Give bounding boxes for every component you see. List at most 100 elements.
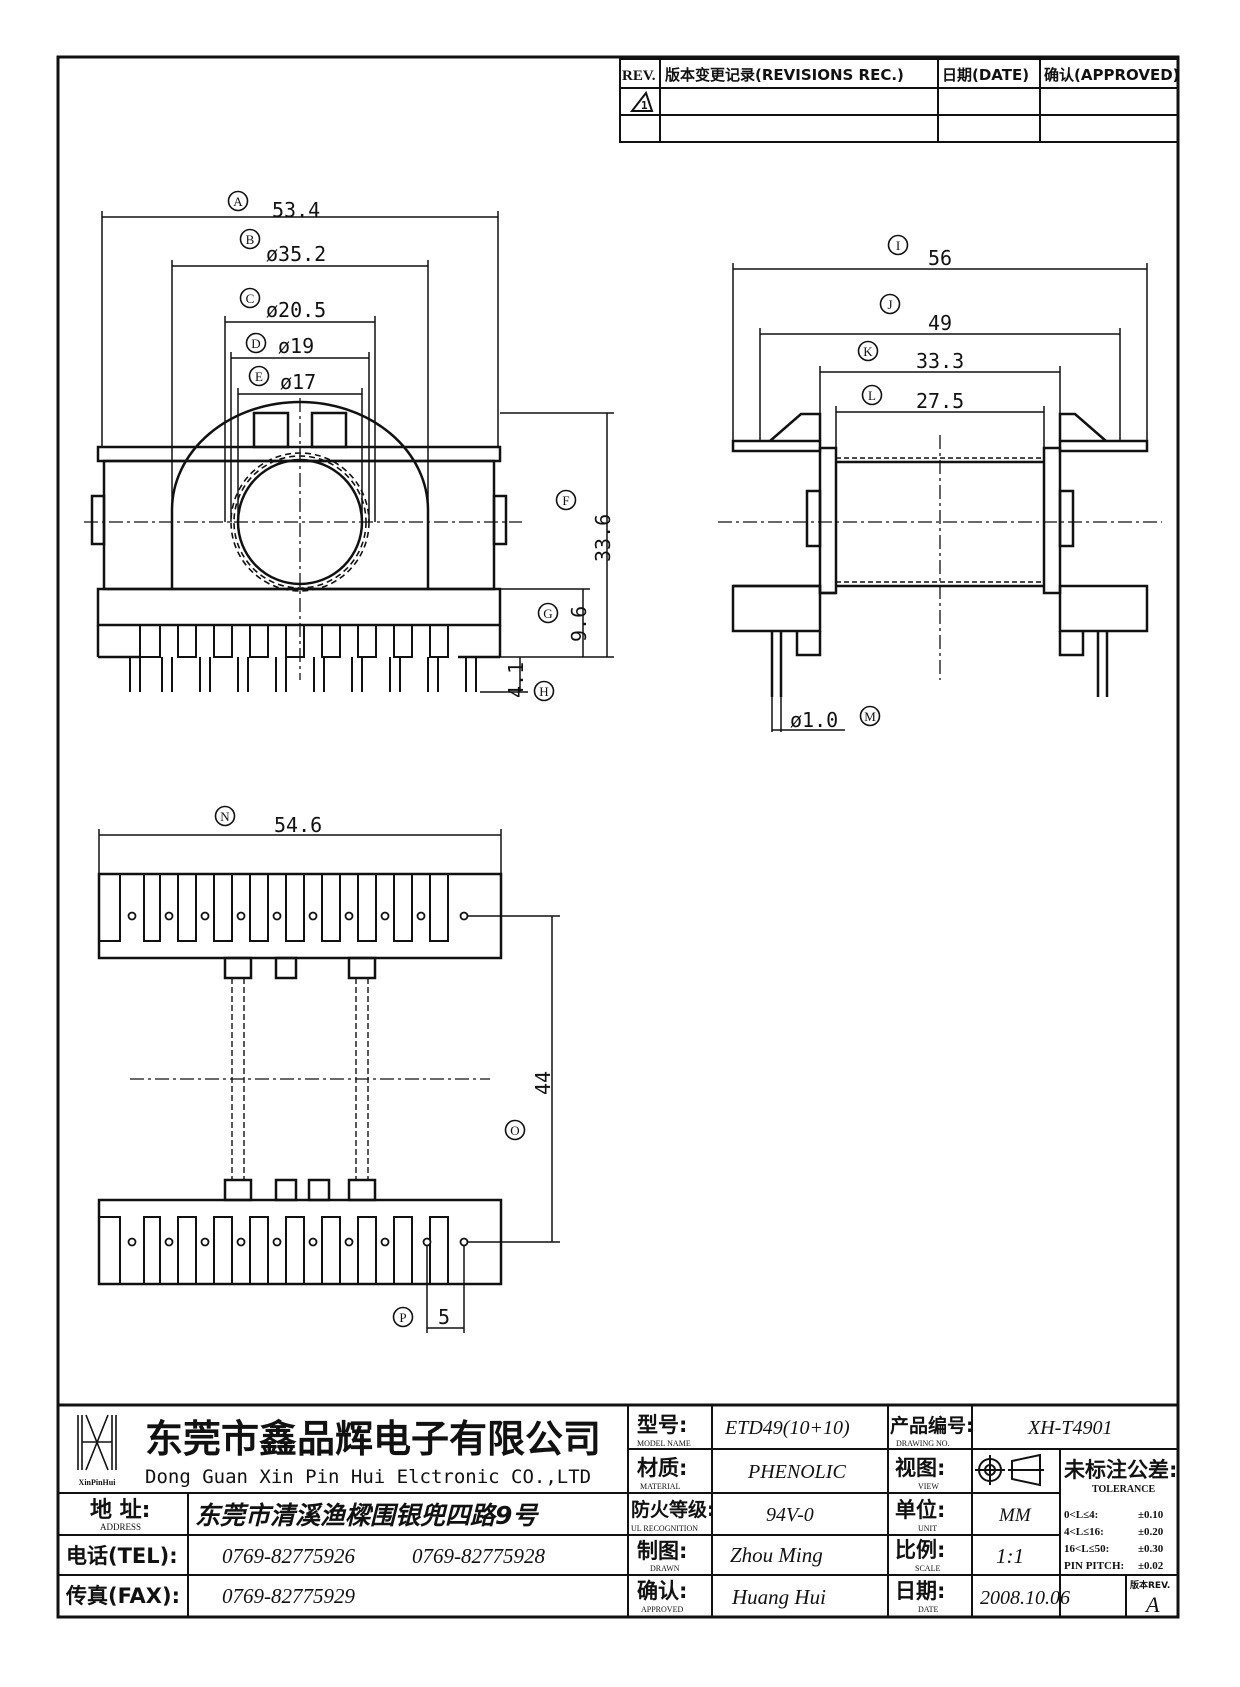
view-label: 视图: <box>895 1456 945 1480</box>
svg-text:H: H <box>539 684 548 699</box>
svg-text:O: O <box>510 1123 519 1138</box>
logo-text: XinPinHui <box>79 1478 117 1487</box>
address-value: 东莞市清溪渔樑围银兜四路9号 <box>195 1501 539 1530</box>
revision-block <box>619 58 1179 143</box>
front-view <box>90 400 508 659</box>
svg-text:M: M <box>864 709 876 724</box>
svg-text:ø20.5: ø20.5 <box>266 298 326 322</box>
tel-value-1: 0769-82775926 <box>222 1544 355 1568</box>
model-label: 型号: <box>637 1413 687 1437</box>
date-label: 日期: <box>895 1579 945 1603</box>
sheet-border <box>56 55 1180 1619</box>
svg-text:G: G <box>543 606 552 621</box>
approved-label-en: APPROVED <box>641 1605 683 1614</box>
svg-text:9.6: 9.6 <box>567 606 591 642</box>
fax-label: 传真(FAX): <box>65 1584 180 1608</box>
svg-text:33.3: 33.3 <box>916 349 964 373</box>
side-view-dimension-lines <box>732 263 1148 732</box>
company-logo <box>77 1414 117 1471</box>
bottom-view-pin-holes <box>127 911 469 1247</box>
scale-label: 比例: <box>895 1538 945 1562</box>
drawing-no-label: 产品编号: <box>890 1414 974 1437</box>
drawing-no-value: XH-T4901 <box>1027 1417 1112 1439</box>
drawn-label: 制图: <box>637 1539 687 1563</box>
revisions-record-header: 版本变更记录(REVISIONS REC.) <box>665 66 904 84</box>
fax-value: 0769-82775929 <box>222 1584 355 1608</box>
dim-label-C: C ø20.5 <box>239 287 326 322</box>
scale-value: 1:1 <box>996 1544 1024 1568</box>
svg-text:4.1: 4.1 <box>504 662 528 698</box>
approved-label: 确认: <box>637 1579 687 1603</box>
svg-text:53.4: 53.4 <box>272 198 320 222</box>
svg-text:44: 44 <box>531 1071 555 1095</box>
tolerance-range-2: 4<L≤16: <box>1064 1526 1104 1538</box>
unit-label: 单位: <box>895 1498 945 1522</box>
dim-label-P: P 5 <box>392 1305 450 1329</box>
approved-column-header: 确认(APPROVED) <box>1044 66 1180 84</box>
svg-text:27.5: 27.5 <box>916 389 964 413</box>
svg-text:C: C <box>246 291 255 306</box>
dim-label-N: N 54.6 <box>214 805 322 837</box>
bottom-view-teeth <box>99 874 449 1284</box>
dim-label-J: J 49 <box>879 293 952 335</box>
date-value: 2008.10.06 <box>980 1587 1070 1609</box>
svg-text:I: I <box>896 238 900 253</box>
date-label-en: DATE <box>918 1605 939 1614</box>
drawn-label-en: DRAWN <box>650 1564 680 1573</box>
dim-label-B: B ø35.2 <box>239 228 326 266</box>
tolerance-range-4: PIN PITCH: <box>1064 1560 1124 1572</box>
tolerance-range-1: 0<L≤4: <box>1064 1509 1098 1521</box>
flame-value: 94V-0 <box>766 1504 814 1526</box>
front-view-dimension-lines <box>101 211 614 693</box>
dim-label-G: G 9.6 <box>537 602 591 642</box>
tolerance-label-en: TOLERANCE <box>1092 1484 1155 1495</box>
date-column-header: 日期(DATE) <box>942 66 1029 84</box>
svg-text:D: D <box>251 336 260 351</box>
dim-label-I: I 56 <box>887 234 952 270</box>
svg-text:A: A <box>233 194 243 209</box>
address-label: 地 址: <box>90 1498 150 1523</box>
approved-value: Huang Hui <box>731 1585 826 1609</box>
dim-label-H: H 4.1 <box>504 662 555 702</box>
tolerance-value-4: ±0.02 <box>1138 1560 1164 1572</box>
dim-label-D: D ø19 <box>245 332 314 358</box>
model-value: ETD49(10+10) <box>724 1417 850 1439</box>
company-name-cn: 东莞市鑫品辉电子有限公司 <box>145 1417 601 1461</box>
drawn-value: Zhou Ming <box>730 1543 823 1567</box>
unit-label-en: UNIT <box>918 1524 937 1533</box>
svg-text:J: J <box>887 297 892 312</box>
svg-text:56: 56 <box>928 246 952 270</box>
first-angle-projection-icon <box>975 1453 1044 1487</box>
side-view-centerlines <box>718 435 1162 680</box>
dim-label-M: M ø1.0 <box>790 705 881 732</box>
svg-text:ø19: ø19 <box>278 334 314 358</box>
material-value: PHENOLIC <box>747 1461 846 1483</box>
flame-label-en: UL RECOGNITION <box>631 1524 698 1533</box>
svg-text:54.6: 54.6 <box>274 813 322 837</box>
model-label-en: MODEL NAME <box>637 1439 691 1448</box>
dim-label-A: A 53.4 <box>227 190 320 222</box>
front-view-pins <box>129 625 477 692</box>
bottom-view-dimension-lines <box>98 829 560 1333</box>
dim-label-O: O 44 <box>504 1071 555 1141</box>
rev-column-header: REV. <box>622 68 656 84</box>
svg-text:K: K <box>863 344 873 359</box>
rev-value: A <box>1144 1592 1160 1617</box>
svg-text:L: L <box>868 388 876 403</box>
svg-text:N: N <box>220 809 230 824</box>
svg-text:E: E <box>255 369 263 384</box>
tolerance-value-2: ±0.20 <box>1138 1526 1164 1538</box>
svg-text:P: P <box>399 1310 406 1325</box>
tel-value-2: 0769-82775928 <box>412 1544 545 1568</box>
flame-label: 防火等级: <box>631 1498 715 1521</box>
tel-label: 电话(TEL): <box>66 1544 178 1568</box>
view-label-en: VIEW <box>918 1482 939 1491</box>
material-label: 材质: <box>637 1456 687 1480</box>
front-view-centerlines <box>84 398 522 680</box>
rev-label: 版本REV. <box>1129 1579 1170 1591</box>
tolerance-label: 未标注公差: <box>1064 1458 1177 1482</box>
svg-text:ø17: ø17 <box>280 370 316 394</box>
unit-value: MM <box>998 1505 1032 1526</box>
tolerance-value-3: ±0.30 <box>1138 1543 1164 1555</box>
